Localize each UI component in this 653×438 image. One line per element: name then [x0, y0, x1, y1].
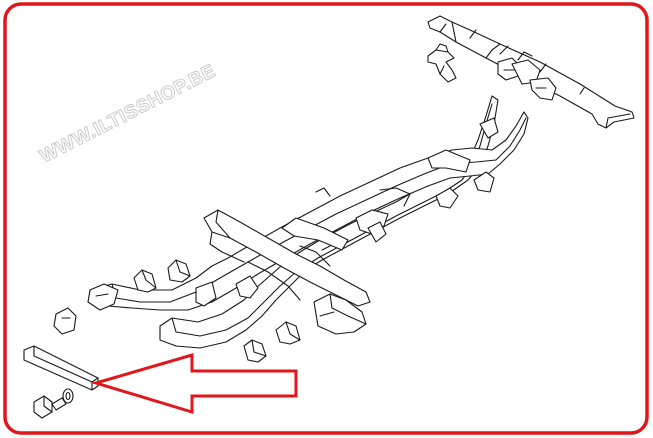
bolt-icon: [33, 395, 67, 419]
chassis-frame: [89, 95, 529, 349]
rear-crossmember: [427, 15, 635, 129]
washer-icon: [62, 388, 74, 404]
red-frame: [3, 2, 649, 435]
lower-brackets: [243, 321, 301, 363]
front-crossmember-bar: [23, 345, 99, 391]
rear-mount-bracket: [427, 43, 457, 83]
watermark: WWW.ILTISSHOP.BE: [37, 61, 220, 168]
engine-mount-brackets: [133, 259, 191, 293]
front-bumper-bracket: [87, 283, 119, 311]
side-mount-bracket: [313, 293, 367, 335]
highlight-arrow-icon: [90, 353, 298, 415]
mounting-plate: [53, 307, 77, 335]
